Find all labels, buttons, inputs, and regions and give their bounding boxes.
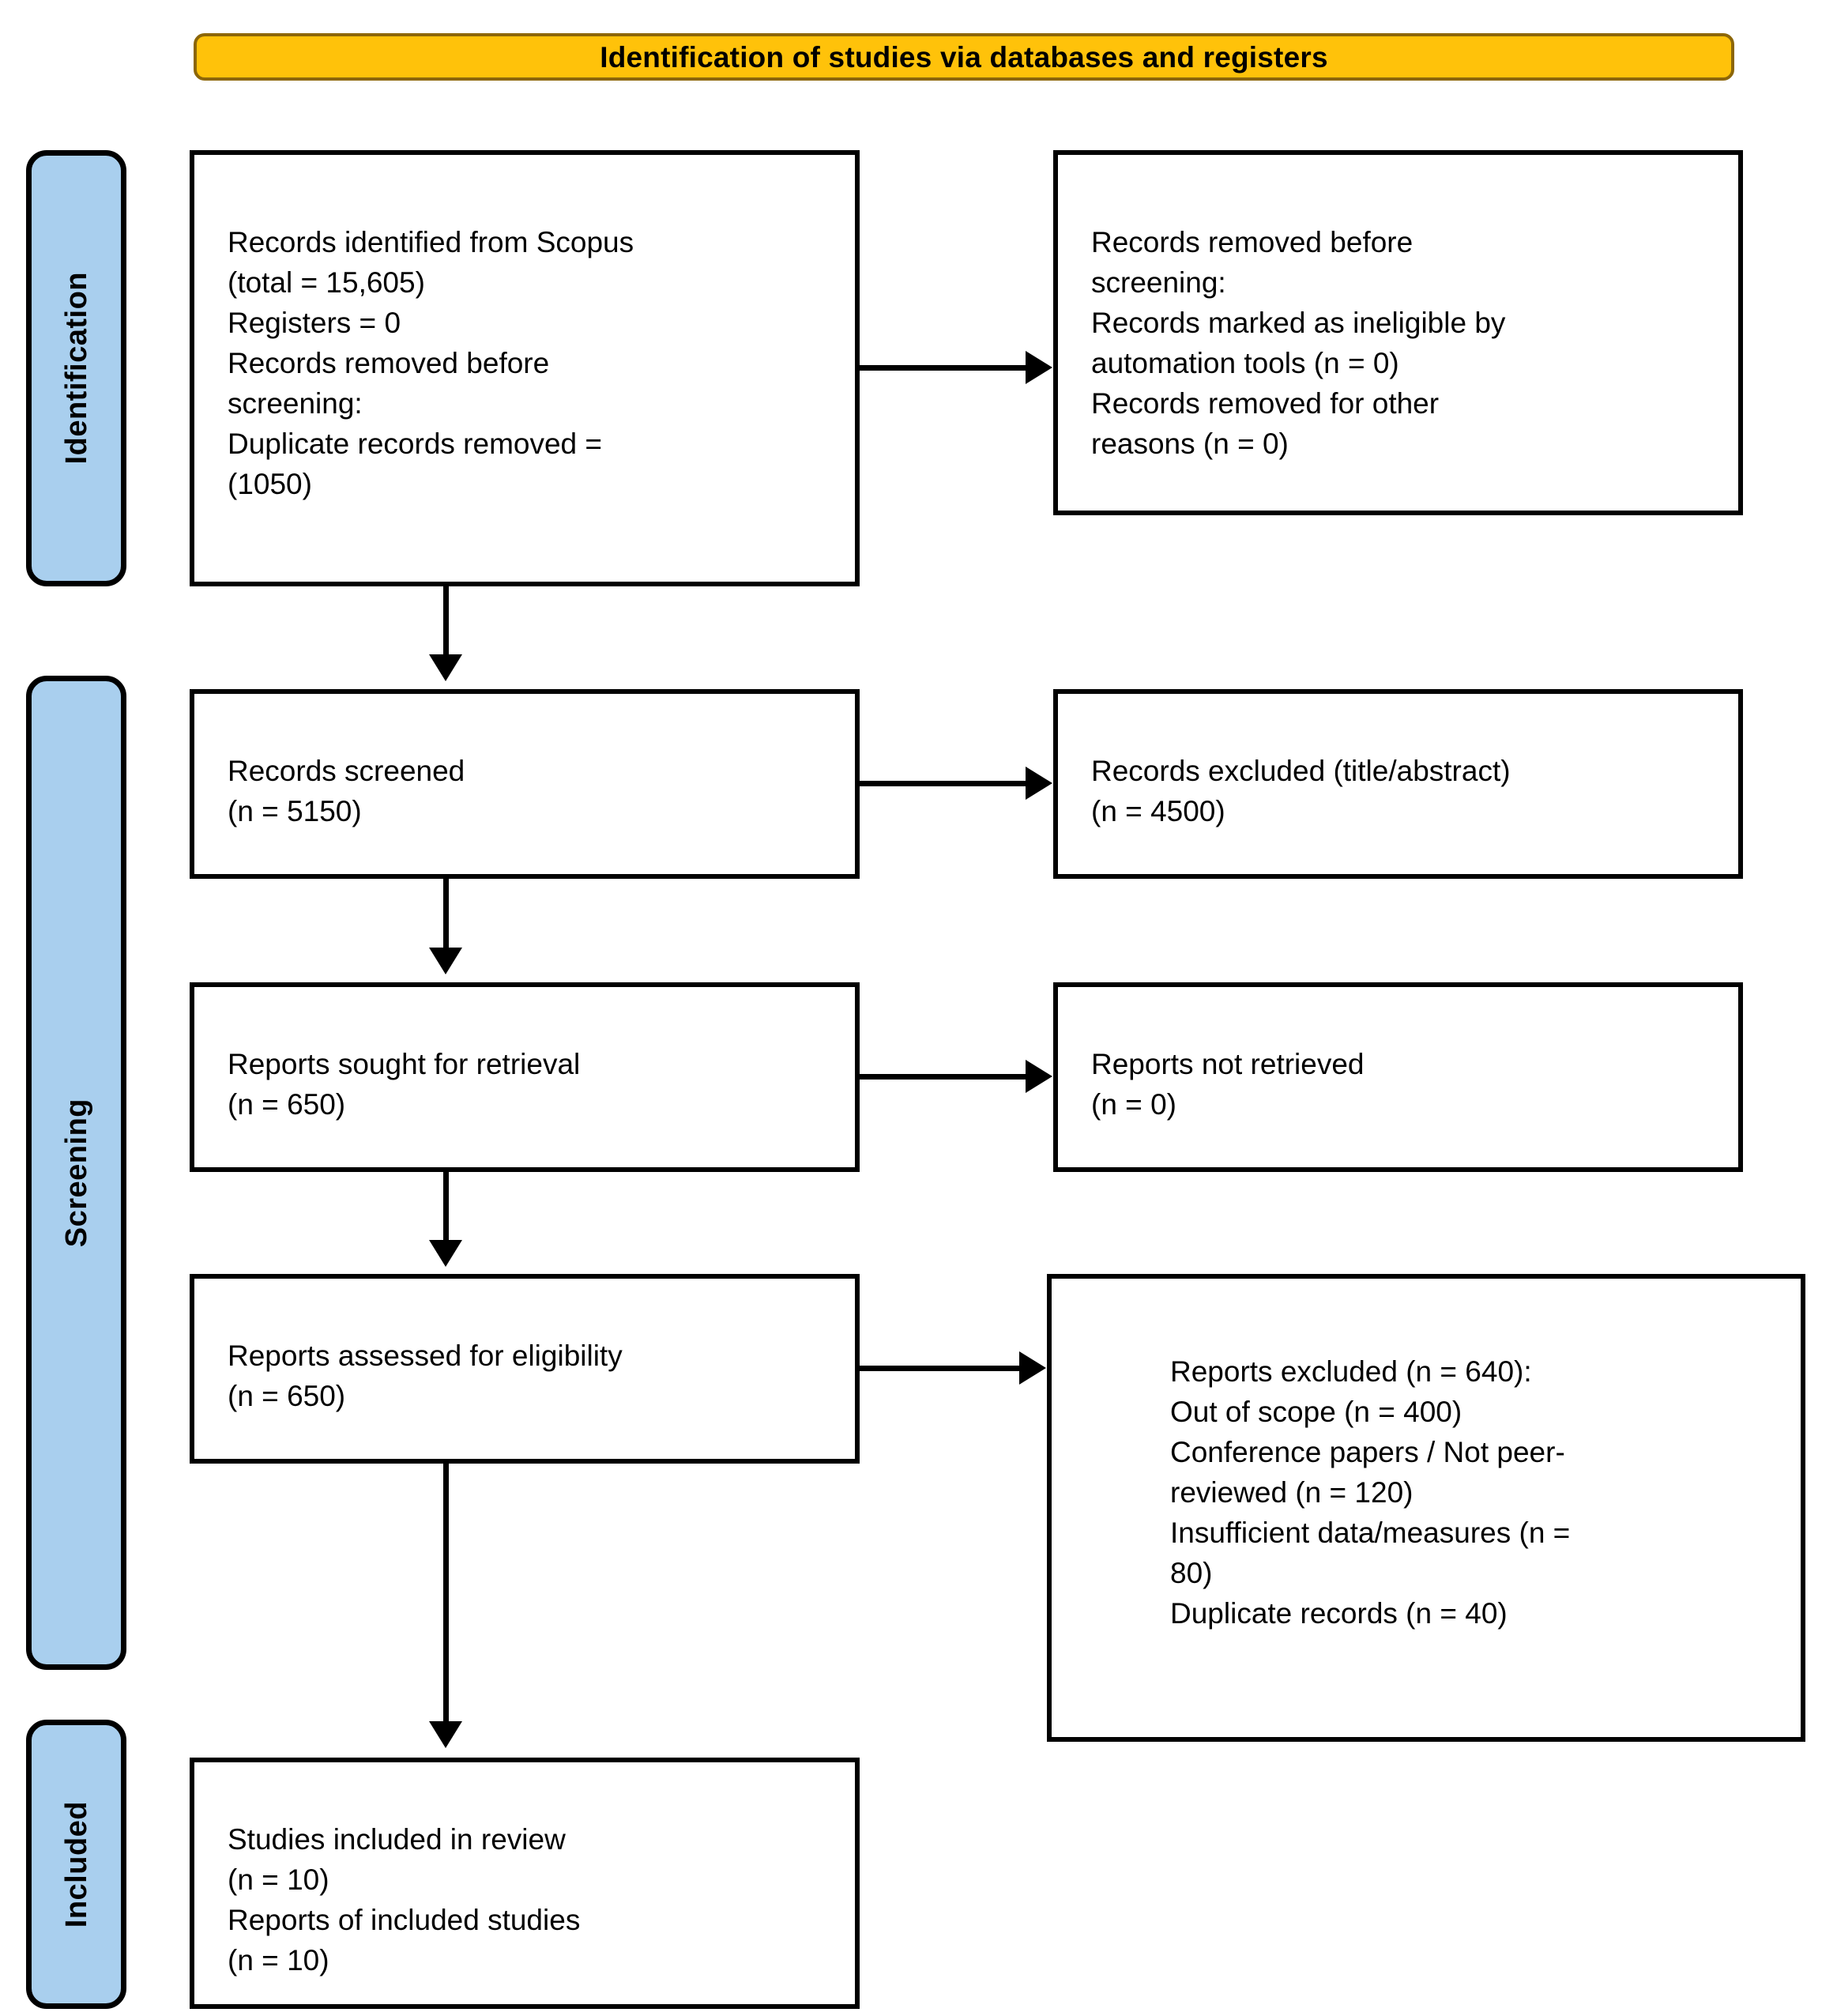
node-records-identified-text: Records identified from Scopus (total = … bbox=[228, 226, 634, 500]
stage-label-identification: Identification bbox=[26, 150, 126, 586]
connector-identified-to-screened-line bbox=[443, 585, 449, 658]
stage-label-screening-text: Screening bbox=[59, 1098, 93, 1248]
diagram-title: Identification of studies via databases … bbox=[600, 40, 1328, 73]
connector-sought-to-notretrieved-line bbox=[857, 1074, 1027, 1080]
stage-label-included: Included bbox=[26, 1720, 126, 2009]
connector-assessed-to-excluded-arrow bbox=[1019, 1351, 1046, 1385]
connector-screened-to-sought-line bbox=[443, 877, 449, 950]
stage-label-included-text: Included bbox=[59, 1800, 93, 1928]
stage-label-identification-text: Identification bbox=[59, 272, 93, 465]
connector-assessed-to-included-arrow bbox=[429, 1721, 462, 1748]
node-records-screened-text: Records screened (n = 5150) bbox=[228, 755, 465, 827]
node-records-removed-before-screening: Records removed before screening: Record… bbox=[1053, 150, 1743, 515]
connector-screened-to-excluded-line bbox=[857, 781, 1027, 786]
node-reports-sought-for-retrieval-text: Reports sought for retrieval (n = 650) bbox=[228, 1048, 581, 1121]
node-studies-included-in-review: Studies included in review (n = 10) Repo… bbox=[190, 1758, 860, 2009]
diagram-title-banner: Identification of studies via databases … bbox=[194, 33, 1734, 81]
node-reports-excluded: Reports excluded (n = 640): Out of scope… bbox=[1047, 1274, 1805, 1742]
connector-sought-to-notretrieved-arrow bbox=[1026, 1060, 1052, 1093]
connector-sought-to-assessed-line bbox=[443, 1170, 449, 1243]
node-reports-not-retrieved: Reports not retrieved (n = 0) bbox=[1053, 982, 1743, 1172]
node-reports-assessed-for-eligibility: Reports assessed for eligibility (n = 65… bbox=[190, 1274, 860, 1464]
node-records-identified: Records identified from Scopus (total = … bbox=[190, 150, 860, 586]
node-records-screened: Records screened (n = 5150) bbox=[190, 689, 860, 879]
node-records-removed-before-screening-text: Records removed before screening: Record… bbox=[1091, 226, 1506, 460]
connector-sought-to-assessed-arrow bbox=[429, 1240, 462, 1267]
stage-label-screening: Screening bbox=[26, 676, 126, 1670]
connector-assessed-to-excluded-line bbox=[857, 1366, 1021, 1371]
node-records-excluded: Records excluded (title/abstract) (n = 4… bbox=[1053, 689, 1743, 879]
connector-identified-to-screened-arrow bbox=[429, 654, 462, 681]
node-reports-not-retrieved-text: Reports not retrieved (n = 0) bbox=[1091, 1048, 1365, 1121]
node-studies-included-in-review-text: Studies included in review (n = 10) Repo… bbox=[228, 1823, 581, 1976]
node-reports-sought-for-retrieval: Reports sought for retrieval (n = 650) bbox=[190, 982, 860, 1172]
connector-screened-to-sought-arrow bbox=[429, 948, 462, 974]
connector-identified-to-removed-arrow bbox=[1026, 351, 1052, 384]
connector-screened-to-excluded-arrow bbox=[1026, 767, 1052, 800]
node-reports-excluded-text: Reports excluded (n = 640): Out of scope… bbox=[1170, 1355, 1571, 1630]
node-reports-assessed-for-eligibility-text: Reports assessed for eligibility (n = 65… bbox=[228, 1340, 623, 1412]
node-records-excluded-text: Records excluded (title/abstract) (n = 4… bbox=[1091, 755, 1511, 827]
connector-identified-to-removed-line bbox=[857, 365, 1027, 371]
connector-assessed-to-included-line bbox=[443, 1462, 449, 1723]
